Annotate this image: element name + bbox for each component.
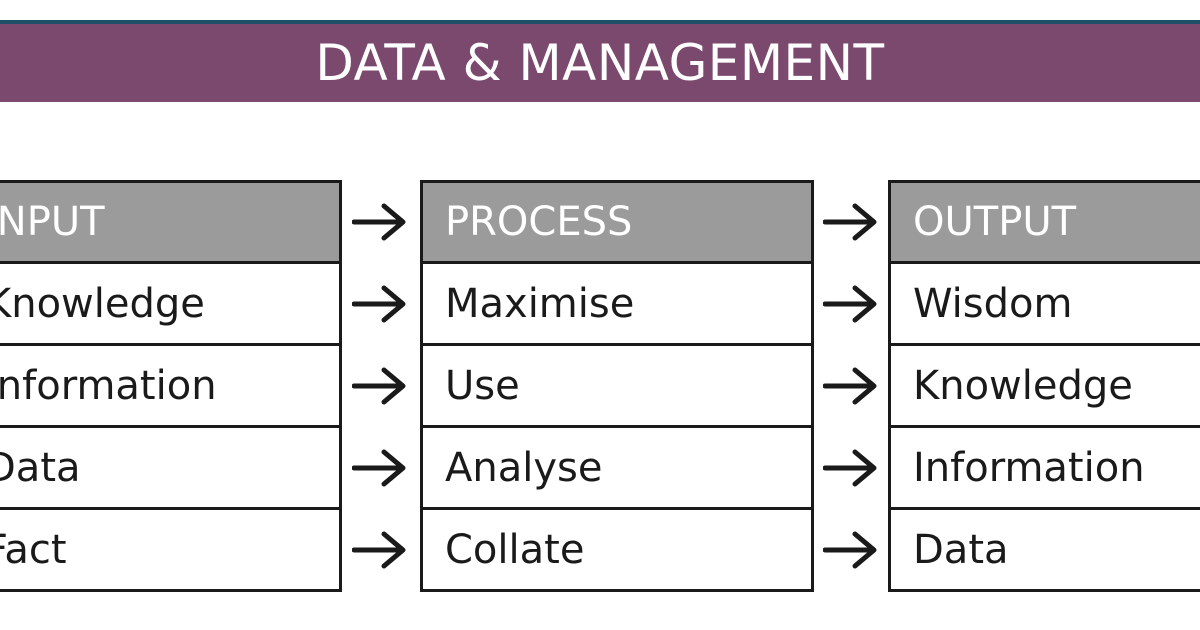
process-row: Analyse [420, 428, 814, 510]
input-row: Fact [0, 510, 342, 592]
input-row: Information [0, 346, 342, 428]
right-arrow-icon [823, 366, 879, 406]
process-row: Collate [420, 510, 814, 592]
input-row: Data [0, 428, 342, 510]
right-arrow-icon [823, 448, 879, 488]
process-header: PROCESS [420, 180, 814, 264]
input-header: INPUT [0, 180, 342, 264]
output-row: Data [888, 510, 1200, 592]
output-row: Wisdom [888, 264, 1200, 346]
right-arrow-icon [352, 366, 408, 406]
right-arrow-icon [352, 202, 408, 242]
output-column: OUTPUT Wisdom Knowledge Information Data [888, 180, 1200, 592]
process-row: Maximise [420, 264, 814, 346]
input-column: INPUT Knowledge Information Data Fact [0, 180, 342, 592]
right-arrow-icon [352, 530, 408, 570]
output-row: Knowledge [888, 346, 1200, 428]
right-arrow-icon [823, 202, 879, 242]
input-row: Knowledge [0, 264, 342, 346]
right-arrow-icon [352, 448, 408, 488]
right-arrow-icon [352, 284, 408, 324]
output-row: Information [888, 428, 1200, 510]
output-header: OUTPUT [888, 180, 1200, 264]
top-rule [0, 20, 1200, 24]
banner-title: DATA & MANAGEMENT [0, 24, 1200, 102]
right-arrow-icon [823, 284, 879, 324]
right-arrow-icon [823, 530, 879, 570]
process-row: Use [420, 346, 814, 428]
process-column: PROCESS Maximise Use Analyse Collate [420, 180, 814, 592]
